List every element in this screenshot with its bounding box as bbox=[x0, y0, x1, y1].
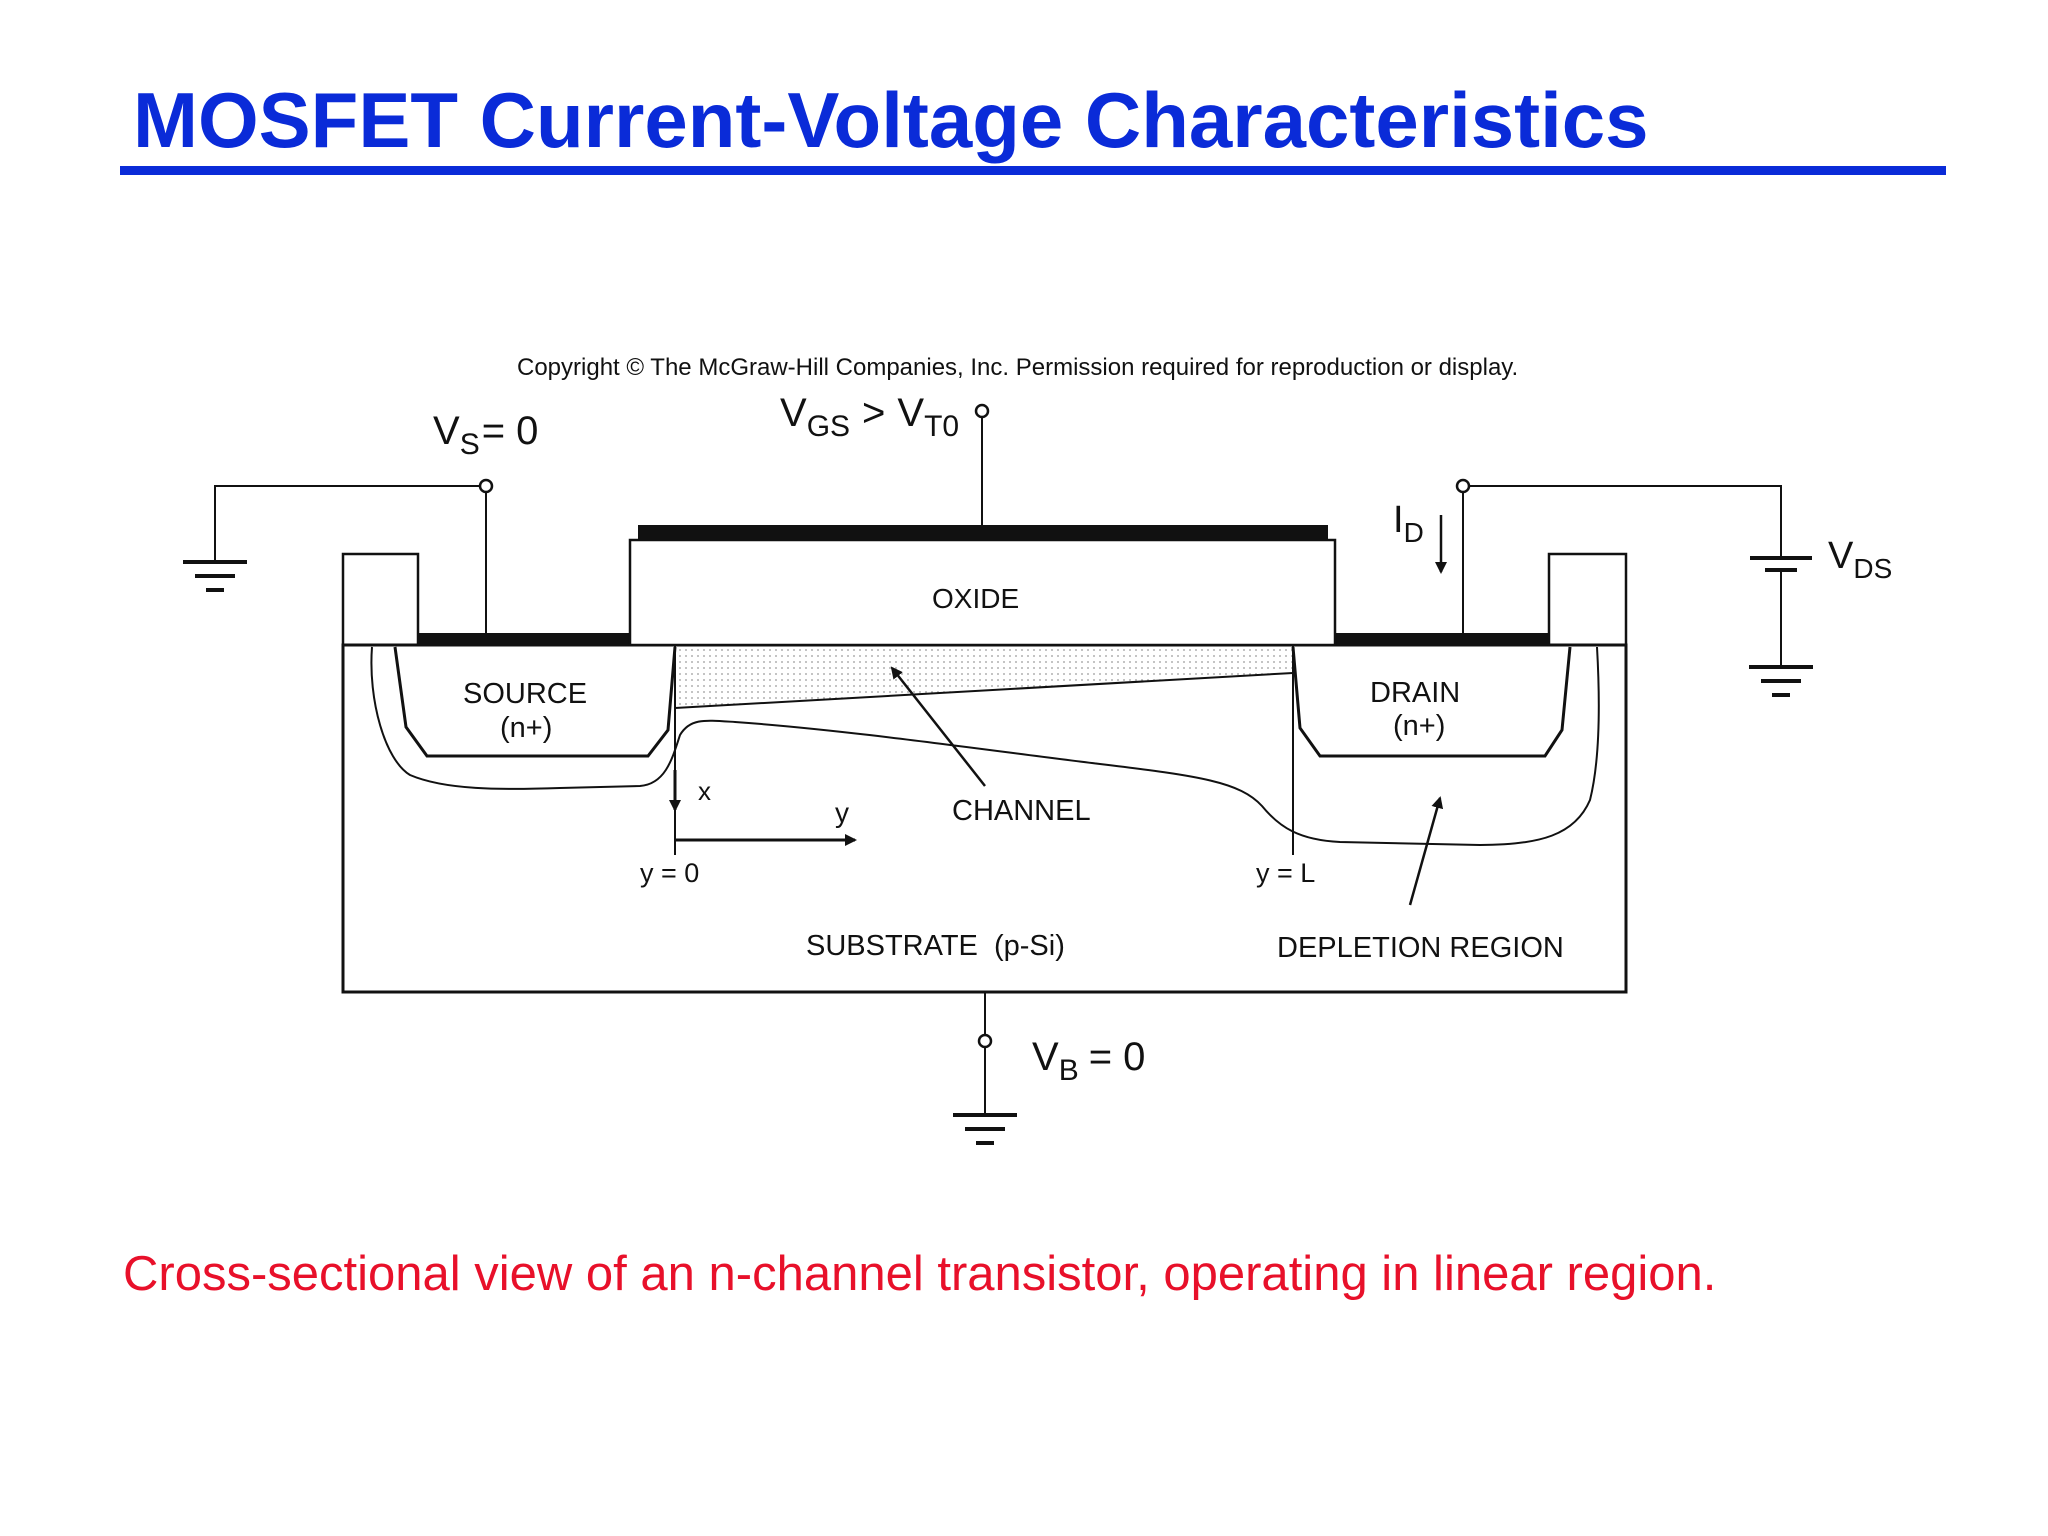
depletion-boundary bbox=[370, 646, 1600, 847]
id-label: ID bbox=[1393, 499, 1424, 548]
oxide-label: OXIDE bbox=[932, 583, 1019, 614]
copyright-notice: Copyright © The McGraw-Hill Companies, I… bbox=[517, 354, 1518, 381]
yL-label: y = L bbox=[1256, 858, 1315, 888]
gate-terminal bbox=[974, 403, 990, 419]
drain-terminal bbox=[1455, 478, 1471, 494]
vds-label: VDS bbox=[1828, 535, 1892, 584]
field-oxide-right bbox=[1547, 552, 1628, 647]
vs-label: VS= 0 bbox=[433, 409, 538, 461]
gate-oxide bbox=[628, 538, 1337, 647]
bulk-ground-icon bbox=[953, 1113, 1017, 1145]
source-label: SOURCE bbox=[463, 678, 587, 710]
bulk-terminal bbox=[977, 1033, 993, 1049]
drain-region bbox=[1291, 646, 1572, 758]
slide-title: MOSFET Current-Voltage Characteristics bbox=[133, 76, 1649, 164]
y-axis-label: y bbox=[835, 797, 849, 828]
vgs-label: VGS>VT0 bbox=[780, 391, 959, 443]
field-oxide-left bbox=[341, 552, 420, 647]
x-axis-label: x bbox=[698, 776, 711, 806]
slide-caption: Cross-sectional view of an n-channel tra… bbox=[123, 1247, 1717, 1301]
source-terminal bbox=[478, 478, 494, 494]
depletion-pointer bbox=[1408, 796, 1444, 906]
y0-label: y = 0 bbox=[640, 858, 699, 888]
vb-label: VB= 0 bbox=[1032, 1035, 1145, 1087]
channel-pointer bbox=[890, 666, 986, 787]
drain-contact bbox=[1334, 633, 1549, 645]
drain-type-label: (n+) bbox=[1393, 710, 1445, 742]
source-ground-icon bbox=[183, 560, 247, 592]
channel-boundary bbox=[674, 672, 1294, 709]
substrate-label: SUBSTRATE (p-Si) bbox=[806, 930, 1065, 962]
channel-region bbox=[675, 645, 1293, 708]
source-wire bbox=[214, 485, 487, 633]
gate-electrode bbox=[638, 525, 1328, 540]
channel-label: CHANNEL bbox=[952, 795, 1091, 827]
source-region bbox=[393, 646, 677, 758]
source-contact bbox=[418, 633, 630, 645]
drain-ground-icon bbox=[1749, 665, 1813, 697]
title-underline bbox=[120, 166, 1946, 175]
drain-wire bbox=[1462, 485, 1782, 633]
vds-battery-icon bbox=[1750, 556, 1812, 665]
drain-label: DRAIN bbox=[1370, 677, 1460, 709]
source-type-label: (n+) bbox=[500, 712, 552, 744]
depletion-label: DEPLETION REGION bbox=[1277, 932, 1564, 964]
